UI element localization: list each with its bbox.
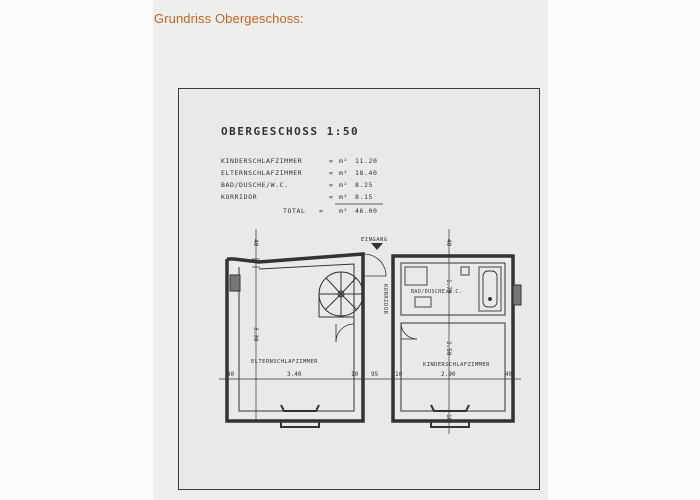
dim-top-right-wall: 40: [445, 239, 452, 247]
right-block-walls: [391, 254, 515, 423]
left-block-walls: [225, 252, 365, 423]
bath-fixtures: [404, 266, 502, 312]
entrance-arrow-icon: [371, 243, 383, 250]
right-margin: [548, 0, 700, 500]
room-label-parents: ELTERNSCHLAFZIMMER: [251, 359, 318, 365]
chimney: [229, 274, 241, 292]
dimension-line-horizontal: [219, 375, 521, 383]
area-unit-corridor: m²: [339, 193, 348, 201]
entrance-label: EINGANG: [361, 237, 388, 243]
dim-inner-wall-b: 10: [395, 371, 403, 378]
dim-corridor-width: 95: [371, 371, 379, 378]
area-total-value: 46.00: [355, 207, 378, 215]
dim-bottom-inner: 10: [445, 414, 452, 422]
spiral-staircase: [318, 271, 364, 318]
dim-top-wall: 40: [252, 239, 259, 247]
left-margin: [0, 0, 153, 500]
left-window-niches: [280, 404, 320, 428]
dim-kids-depth: 2.50: [445, 341, 452, 356]
area-total-eq: =: [319, 207, 324, 215]
area-unit-bath: m²: [339, 181, 348, 189]
dim-parents-depth: 3.30: [252, 327, 259, 342]
area-room-bath: BAD/DUSCHE/W.C.: [221, 181, 289, 189]
corridor-door: [363, 253, 387, 277]
area-total-label: TOTAL: [283, 207, 306, 215]
area-value-corridor: 8.15: [355, 193, 373, 201]
dim-parents-width: 3.40: [287, 371, 302, 378]
area-room-kids: KINDERSCHLAFZIMMER: [221, 157, 302, 165]
room-label-corridor: KORRIDOR: [382, 284, 388, 315]
dim-inner-wall-a: 10: [351, 371, 359, 378]
room-label-kids: KINDERSCHLAFZIMMER: [423, 362, 490, 368]
dim-left-wall: 40: [227, 371, 235, 378]
dim-bath-depth: 1.70: [445, 279, 452, 294]
dim-kids-width: 2.90: [441, 371, 456, 378]
dimension-lines-vertical: [252, 229, 453, 434]
area-value-bath: 8.25: [355, 181, 373, 189]
plan-title: OBERGESCHOSS 1:50: [221, 125, 359, 138]
area-eq-parents: =: [329, 169, 334, 177]
area-unit-kids: m²: [339, 157, 348, 165]
area-value-parents: 18.40: [355, 169, 378, 177]
area-eq-kids: =: [329, 157, 334, 165]
area-unit-parents: m²: [339, 169, 348, 177]
room-label-bath: BAD/DUSCHE/W.C.: [411, 289, 462, 295]
area-eq-corridor: =: [329, 193, 334, 201]
floor-plan-drawing: OBERGESCHOSS 1:50 KINDERSCHLAFZIMMER = m…: [219, 125, 522, 434]
section-heading: Grundriss Obergeschoss:: [154, 11, 304, 26]
dim-right-wall: 40: [505, 371, 513, 378]
ventilation-shaft: [512, 284, 522, 306]
area-room-parents: ELTERNSCHLAFZIMMER: [221, 169, 302, 177]
area-value-kids: 11.20: [355, 157, 378, 165]
right-doors: [400, 322, 418, 340]
area-total-unit: m²: [339, 207, 348, 215]
floor-plan-sheet: OBERGESCHOSS 1:50 KINDERSCHLAFZIMMER = m…: [178, 88, 540, 490]
area-eq-bath: =: [329, 181, 334, 189]
left-doors: [335, 323, 355, 343]
area-room-corridor: KORRIDOR: [221, 193, 257, 201]
